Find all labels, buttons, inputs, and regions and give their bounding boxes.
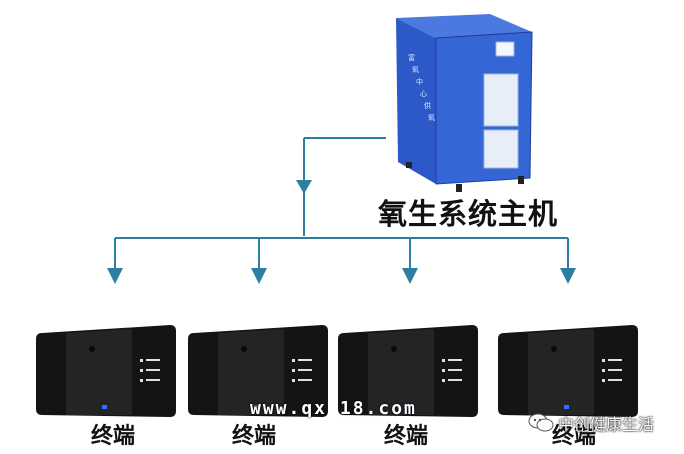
arrow-terminal-4 (560, 268, 576, 284)
terminal-device-3 (338, 323, 478, 419)
arrow-host-down (296, 180, 312, 194)
svg-text:氧: 氧 (412, 65, 419, 74)
svg-text:中: 中 (416, 77, 423, 86)
svg-text:氧: 氧 (428, 113, 435, 122)
svg-text:心: 心 (420, 90, 427, 98)
host-machine: 富 氧 中 心 供 氧 (386, 12, 534, 194)
terminal-label-1: 终端 (90, 423, 135, 449)
svg-text:供: 供 (424, 101, 431, 110)
arrow-terminal-3 (402, 268, 418, 284)
watermark-brand: 中创健康生活 (528, 410, 684, 436)
terminal-device-2 (188, 323, 328, 419)
arrow-terminal-2 (251, 268, 267, 284)
svg-text:富: 富 (408, 53, 415, 62)
terminal-device-1 (36, 323, 176, 419)
arrow-terminal-1 (107, 268, 123, 284)
terminal-label-2: 终端 (231, 423, 276, 449)
terminal-label-4: 终端 (551, 423, 596, 449)
terminal-device-4 (498, 323, 638, 419)
wechat-icon (528, 413, 554, 432)
terminal-label-3: 终端 (383, 423, 428, 449)
host-label: 氧生系统主机 (378, 197, 559, 231)
watermark-brand-text: 中创健康生活 (558, 415, 655, 434)
watermark-url: www.qx 18.com (250, 398, 417, 419)
